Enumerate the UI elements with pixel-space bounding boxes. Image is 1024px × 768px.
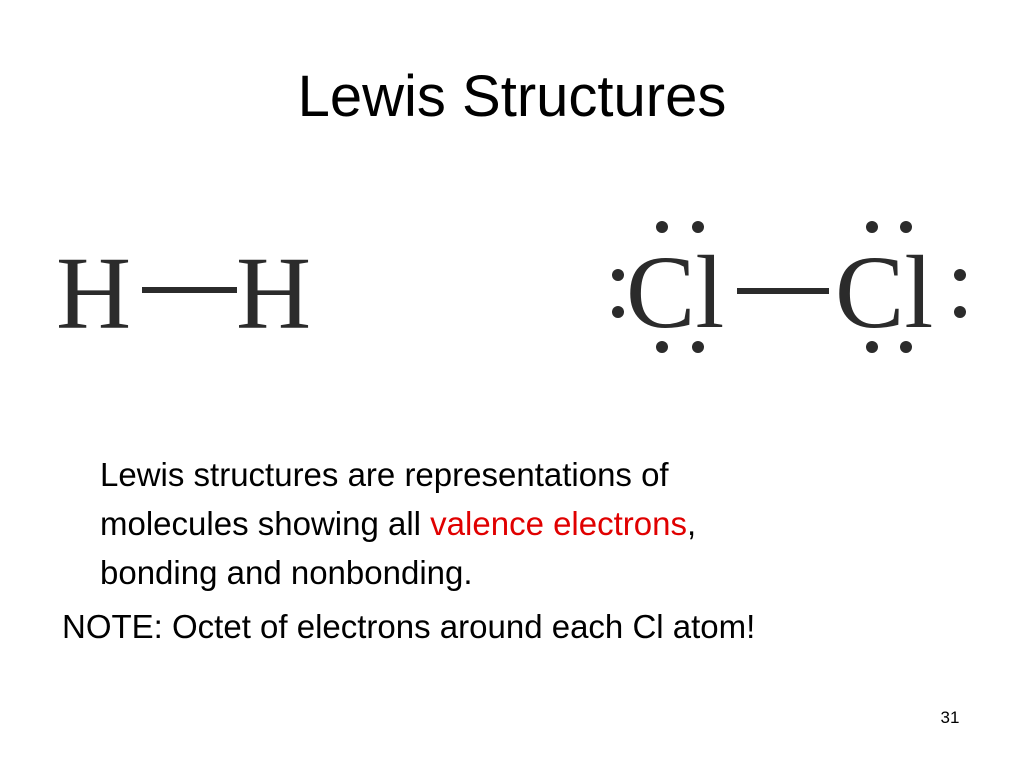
cl2-atom-left: Cl (626, 235, 724, 350)
electron-dot (900, 341, 912, 353)
definition-line: bonding and nonbonding. (100, 554, 473, 591)
cl2-lewis-structure: Cl Cl (612, 221, 966, 353)
h2-single-bond (142, 287, 237, 293)
page-number: 31 (940, 708, 960, 727)
electron-dot (954, 306, 966, 318)
valence-electrons-highlight: valence electrons (430, 505, 687, 542)
electron-dot (866, 341, 878, 353)
cl2-single-bond (737, 288, 829, 294)
h2-atom-left: H (56, 236, 131, 351)
electron-dot (612, 269, 624, 281)
electron-dot (656, 341, 668, 353)
slide-title: Lewis Structures (297, 64, 727, 129)
definition-text: , (687, 505, 697, 542)
h2-lewis-structure: H H (56, 236, 311, 351)
electron-dot (692, 221, 704, 233)
definition-line: Lewis structures are representations of (100, 456, 669, 493)
electron-dot (900, 221, 912, 233)
electron-dot (866, 221, 878, 233)
definition-line: molecules showing all valence electrons, (100, 499, 860, 548)
electron-dot (692, 341, 704, 353)
cl2-atom-right: Cl (835, 235, 933, 350)
h2-atom-right: H (236, 236, 311, 351)
electron-dot (656, 221, 668, 233)
electron-dot (954, 269, 966, 281)
definition-text: molecules showing all (100, 505, 431, 542)
octet-note: NOTE: Octet of electrons around each Cl … (62, 608, 756, 645)
electron-dot (612, 306, 624, 318)
definition-paragraph: Lewis structures are representations of … (100, 450, 860, 597)
